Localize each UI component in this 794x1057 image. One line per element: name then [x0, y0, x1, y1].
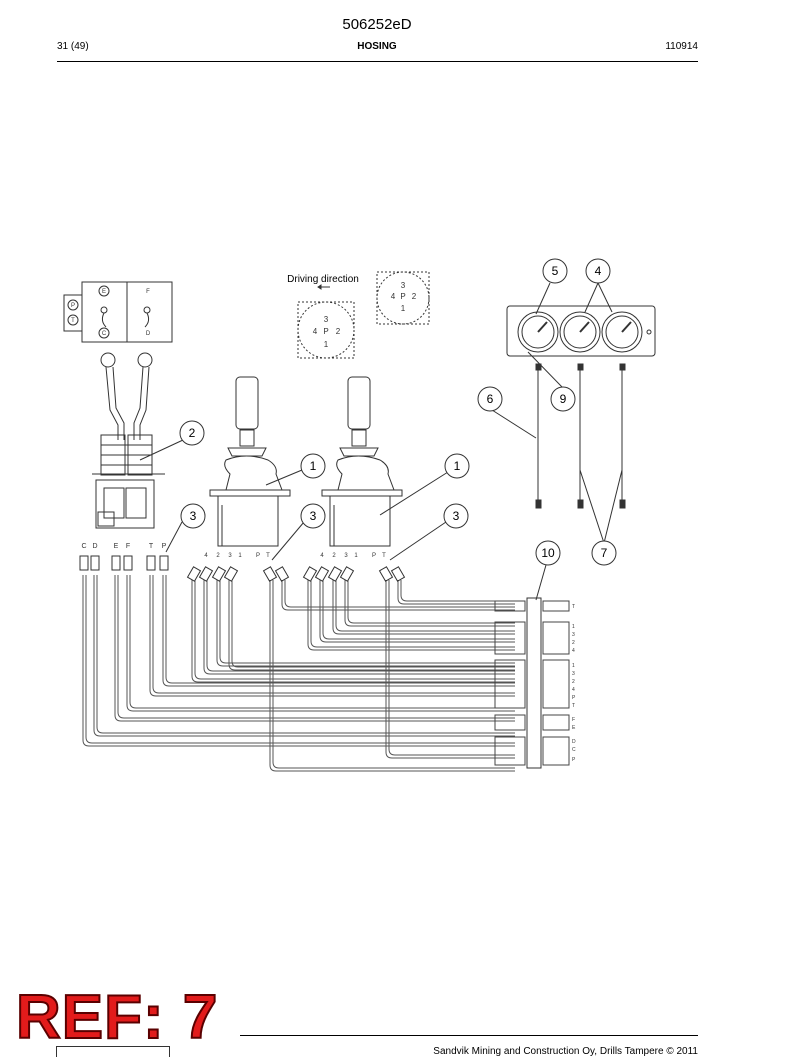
manifold-g4-p: P [572, 757, 576, 763]
manifold-g1-2: 2 [572, 640, 575, 646]
hose-routing [82, 575, 515, 772]
js2-port-2: 2 [332, 553, 336, 559]
valve-control-box [63, 281, 173, 343]
callout-4: 4 [595, 264, 602, 278]
valve-port-c: C [81, 543, 86, 550]
footer-copyright: Sandvik Mining and Construction Oy, Dril… [433, 1046, 698, 1057]
callout-1a: 1 [310, 459, 317, 473]
joystick-left [209, 376, 291, 547]
pattern-a-1: 1 [324, 340, 329, 349]
callout-9: 9 [560, 392, 567, 406]
manifold-port-t-top: T [572, 604, 575, 610]
valve-letter-e: E [102, 289, 106, 295]
manifold-g1-4: 4 [572, 648, 575, 654]
page-number: 31 (49) [57, 41, 89, 52]
manifold-g1-1: 1 [572, 624, 575, 630]
pattern-a-3: 3 [324, 315, 329, 324]
shift-pattern-b [376, 271, 430, 325]
joystick-right [321, 376, 403, 547]
callout-7: 7 [601, 546, 608, 560]
valve-letter-t: T [71, 318, 75, 324]
js1-port-4: 4 [204, 553, 208, 559]
pattern-b-1: 1 [401, 304, 406, 313]
callout-10: 10 [541, 546, 555, 560]
fittings [79, 555, 406, 582]
pattern-b-3: 3 [401, 281, 406, 290]
valve-port-p: P [162, 543, 167, 550]
date-code: 110914 [665, 41, 698, 52]
pattern-a-p: P [323, 327, 328, 336]
valve-letter-c: C [102, 331, 107, 337]
manifold-g2-p: P [572, 695, 576, 701]
valve-port-t: T [149, 543, 154, 550]
document-id: 506252eD [342, 16, 412, 33]
callout-3c: 3 [453, 509, 460, 523]
footer-rule [240, 1035, 698, 1036]
shift-pattern-a [297, 301, 355, 359]
manifold-g4-d: D [572, 739, 576, 745]
manifold-block [494, 597, 570, 769]
driving-direction-label: Driving direction [287, 274, 359, 285]
js1-port-2: 2 [216, 553, 220, 559]
callout-5: 5 [552, 264, 559, 278]
ref-stamp: REF: 7 [15, 982, 219, 1053]
pattern-a-4: 4 [313, 327, 318, 336]
header-rule [57, 61, 698, 62]
manifold-g3-f: F [572, 717, 575, 723]
pattern-b-p: P [400, 292, 405, 301]
manifold-g2-t: T [572, 703, 575, 709]
manifold-g2-2: 2 [572, 679, 575, 685]
callout-2: 2 [189, 426, 196, 440]
manifold-g4-c: C [572, 747, 576, 753]
manifold-g2-3: 3 [572, 671, 575, 677]
manifold-g2-1: 1 [572, 663, 575, 669]
callout-circles [179, 258, 617, 566]
callout-6: 6 [487, 392, 494, 406]
callout-3a: 3 [190, 509, 197, 523]
js2-port-4: 4 [320, 553, 324, 559]
valve-letter-f: F [146, 289, 150, 295]
pattern-b-2: 2 [412, 292, 417, 301]
valve-letter-p: P [71, 303, 75, 309]
gauge-hoses [535, 363, 626, 509]
callout-3b: 3 [310, 509, 317, 523]
manifold-g1-3: 3 [572, 632, 575, 638]
valve-letter-d: D [146, 331, 151, 337]
manifold-g3-e: E [572, 725, 576, 731]
valve-port-f: F [126, 543, 130, 550]
manifold-g2-4: 4 [572, 687, 575, 693]
valve-port-e: E [114, 543, 119, 550]
valve-port-d: D [92, 543, 97, 550]
company-logo [56, 1046, 170, 1057]
js2-port-3: 3 [344, 553, 348, 559]
gauge-panel [506, 305, 656, 357]
js2-port-1: 1 [354, 553, 358, 559]
section-title: HOSING [357, 41, 397, 52]
pattern-b-4: 4 [391, 292, 396, 301]
lever-assembly [92, 352, 165, 529]
js1-port-p: P [256, 553, 260, 559]
callout-leaders [139, 282, 623, 601]
js1-port-3: 3 [228, 553, 232, 559]
callout-1b: 1 [454, 459, 461, 473]
js2-port-t: T [382, 553, 386, 559]
js1-port-t: T [266, 553, 270, 559]
js1-port-1: 1 [238, 553, 242, 559]
pattern-a-2: 2 [336, 327, 341, 336]
js2-port-p: P [372, 553, 376, 559]
